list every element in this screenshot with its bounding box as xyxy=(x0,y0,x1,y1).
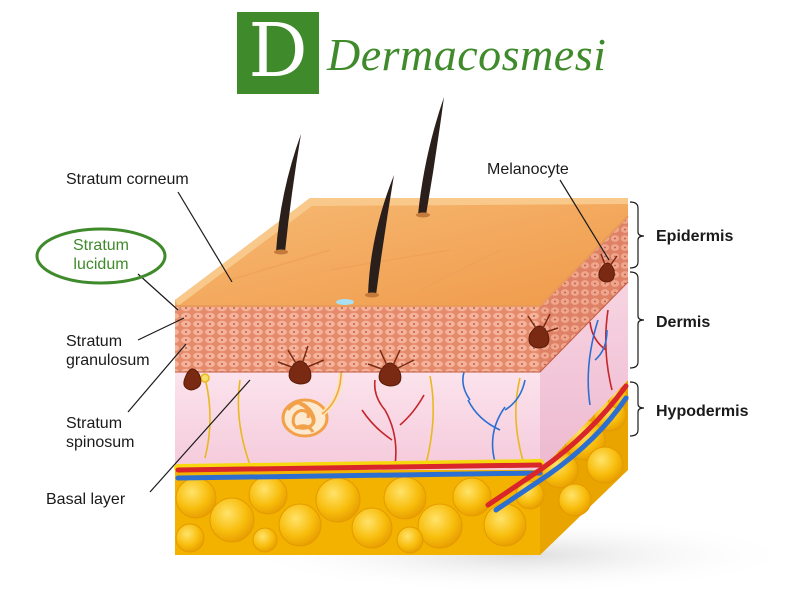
capillaries-blue xyxy=(462,319,608,463)
label-basal-layer: Basal layer xyxy=(46,491,126,508)
stratum-lucidum-highlight xyxy=(35,227,167,285)
label-melanocyte: Melanocyte xyxy=(487,161,569,178)
blood-vessels xyxy=(174,383,629,513)
brand-letter: D xyxy=(248,8,308,94)
hypodermis-fat xyxy=(175,380,629,555)
label-stratum-granulosum: Stratum granulosum xyxy=(66,332,150,370)
label-epidermis: Epidermis xyxy=(656,228,734,245)
melanocyte-cells xyxy=(183,262,615,391)
brand-logo: D xyxy=(237,12,319,94)
label-stratum-spinosum-line1: Stratum xyxy=(66,415,123,432)
region-brackets xyxy=(629,201,645,437)
label-stratum-granulosum-line2: granulosum xyxy=(66,352,150,369)
stratum-corneum-surface xyxy=(175,198,629,307)
nerve-fibers xyxy=(200,373,525,466)
label-stratum-lucidum-line2: lucidum xyxy=(73,256,129,273)
sweat-pore xyxy=(336,299,354,305)
label-hypodermis: Hypodermis xyxy=(656,403,749,420)
dermis-bracket xyxy=(629,271,645,369)
label-dermis: Dermis xyxy=(656,314,711,331)
hypodermis-bracket xyxy=(629,381,645,437)
label-stratum-lucidum: Stratum lucidum xyxy=(60,236,142,274)
pointer-lines xyxy=(127,179,610,493)
hair-shafts xyxy=(274,97,444,298)
label-stratum-spinosum: Stratum spinosum xyxy=(66,414,134,452)
epidermis-bracket xyxy=(629,201,645,269)
label-stratum-spinosum-line2: spinosum xyxy=(66,434,135,451)
brand-name: Dermacosmesi xyxy=(327,29,607,80)
label-stratum-granulosum-line1: Stratum xyxy=(66,333,123,350)
label-stratum-corneum: Stratum corneum xyxy=(66,171,189,188)
label-stratum-lucidum-line1: Stratum xyxy=(72,237,129,254)
